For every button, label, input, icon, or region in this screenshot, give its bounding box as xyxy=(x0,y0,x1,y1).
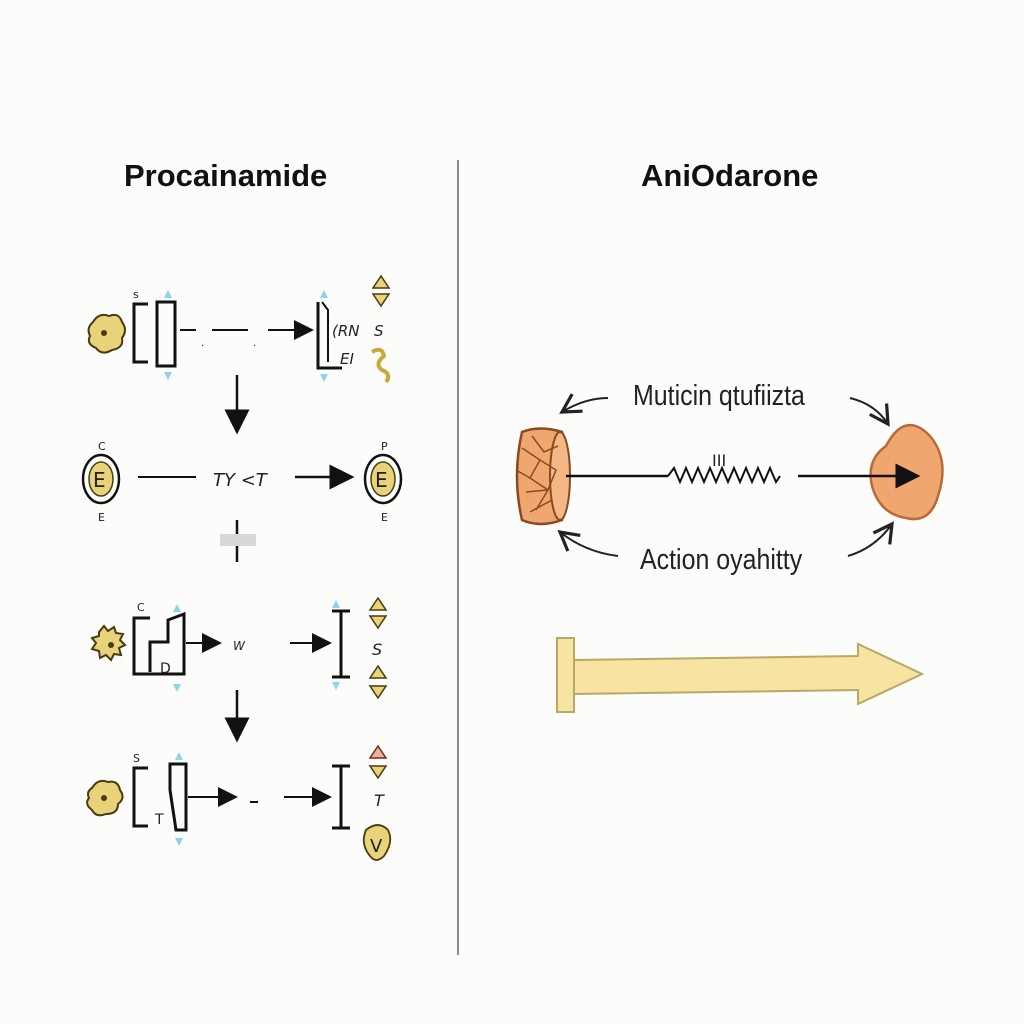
cell-badge-right-icon: E xyxy=(363,453,403,505)
heart-cell-icon xyxy=(869,423,944,521)
row1-mid-label-1: . xyxy=(201,338,204,349)
curved-arrow-bottom-right xyxy=(847,521,894,557)
amiodarone-title: AniOdarone xyxy=(641,158,819,193)
double-arrow-icon xyxy=(368,744,388,780)
i-beam-right-icon xyxy=(332,764,350,830)
row1-mid-label-2: . xyxy=(253,338,256,349)
row4-box-letter: T xyxy=(154,812,164,828)
i-beam-right-icon xyxy=(332,600,350,690)
row1-top-letter: s xyxy=(133,288,139,301)
tan-cell-icon xyxy=(87,313,126,354)
tan-cell-icon xyxy=(86,779,124,817)
curved-arrow-top-right xyxy=(849,397,890,427)
svg-text:E: E xyxy=(93,468,106,492)
row2-center-label: TY <T xyxy=(213,470,269,491)
row2-bottom-letter-left: E xyxy=(98,511,105,524)
curved-arrow-bottom-left xyxy=(557,529,619,557)
channel-bracket-icon xyxy=(132,290,177,380)
wave-mark: III xyxy=(712,451,726,470)
big-arrow-icon xyxy=(556,637,925,713)
row1-end-letter: S xyxy=(374,322,384,340)
cracked-tissue-icon xyxy=(515,427,571,526)
channel-step-icon xyxy=(132,604,186,692)
row3-top-letter: C xyxy=(137,601,145,614)
channel-gate-icon xyxy=(316,290,342,382)
bottom-annotation: Action oyahitty xyxy=(640,544,803,576)
row1-end-label-b: EI xyxy=(340,350,354,368)
row-2: C E E TY <T P E E xyxy=(81,440,403,524)
row3-end-letter: S xyxy=(372,640,382,659)
row2-top-letter-left: C xyxy=(98,440,106,453)
svg-text:V: V xyxy=(370,836,383,857)
channel-bracket-icon xyxy=(132,752,188,846)
cell-badge-left-icon: E xyxy=(81,453,121,505)
v-badge-icon: V xyxy=(362,824,392,861)
double-arrow-icon xyxy=(368,596,388,700)
row2-bottom-letter-right: E xyxy=(381,511,388,524)
row-3: C D W S xyxy=(90,596,388,700)
zigzag-wave xyxy=(667,465,781,485)
curved-arrow-top-left xyxy=(559,393,609,414)
row1-end-label-a: (RN xyxy=(332,322,360,340)
svg-text:E: E xyxy=(375,468,388,492)
wavy-icon xyxy=(370,347,391,384)
row-4: S T T V xyxy=(86,744,392,861)
row4-top-letter: S xyxy=(133,752,140,765)
gray-marker xyxy=(220,534,256,546)
double-arrow-icon xyxy=(371,274,391,308)
row2-top-letter-right: P xyxy=(381,440,388,453)
row4-end-letter: T xyxy=(374,791,385,810)
row-1: s . . (RN EI S xyxy=(87,274,391,384)
procainamide-title: Procainamide xyxy=(124,158,328,193)
spiky-cell-icon xyxy=(90,624,127,662)
top-annotation: Muticin qtufiizta xyxy=(633,380,805,412)
row3-mid-label-1: W xyxy=(233,639,246,653)
row3-box-letter: D xyxy=(160,661,171,677)
